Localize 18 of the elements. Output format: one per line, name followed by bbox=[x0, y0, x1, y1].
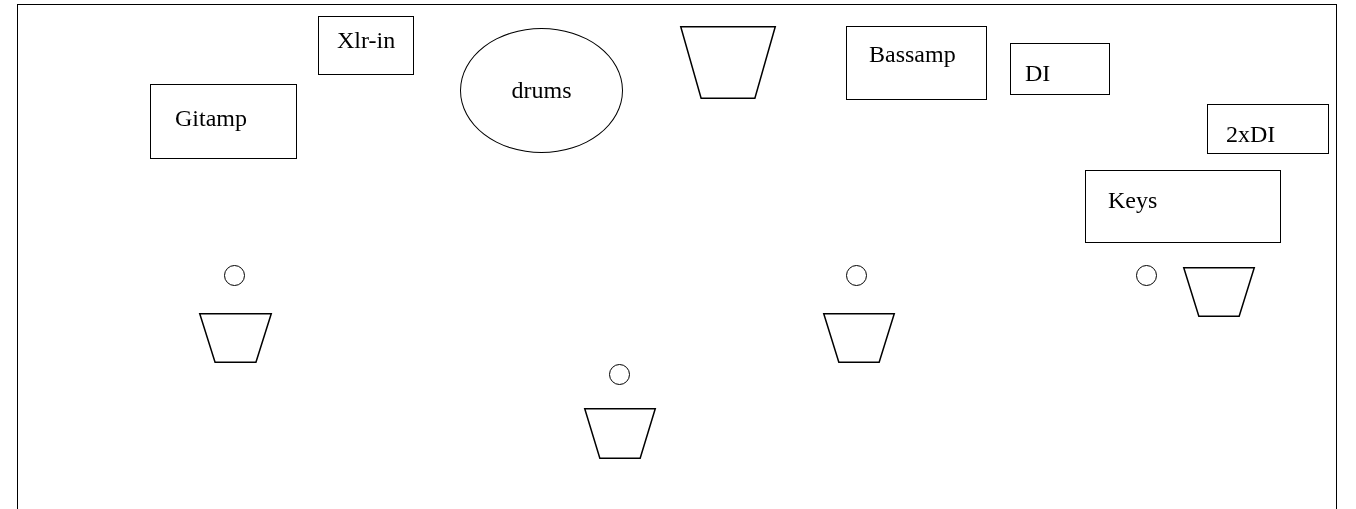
instrument-box bbox=[1010, 43, 1110, 95]
node-label: DI bbox=[1025, 60, 1051, 87]
instrument-box bbox=[1085, 170, 1281, 243]
monitor-wedge bbox=[199, 313, 272, 363]
node-label: 2xDI bbox=[1226, 121, 1276, 148]
node-label: Bassamp bbox=[869, 41, 956, 68]
node-label: drums bbox=[511, 77, 572, 104]
monitor-wedge bbox=[1183, 267, 1255, 317]
monitor-wedge bbox=[584, 408, 656, 459]
monitor-wedge bbox=[680, 26, 776, 99]
node-label: Keys bbox=[1108, 187, 1158, 214]
instrument-box bbox=[318, 16, 414, 75]
node-label: Gitamp bbox=[175, 105, 247, 132]
monitor-wedge bbox=[823, 313, 895, 363]
instrument-box bbox=[846, 26, 987, 100]
node-label: Xlr-in bbox=[337, 27, 396, 54]
instrument-box bbox=[1207, 104, 1329, 154]
instrument-box bbox=[150, 84, 297, 159]
